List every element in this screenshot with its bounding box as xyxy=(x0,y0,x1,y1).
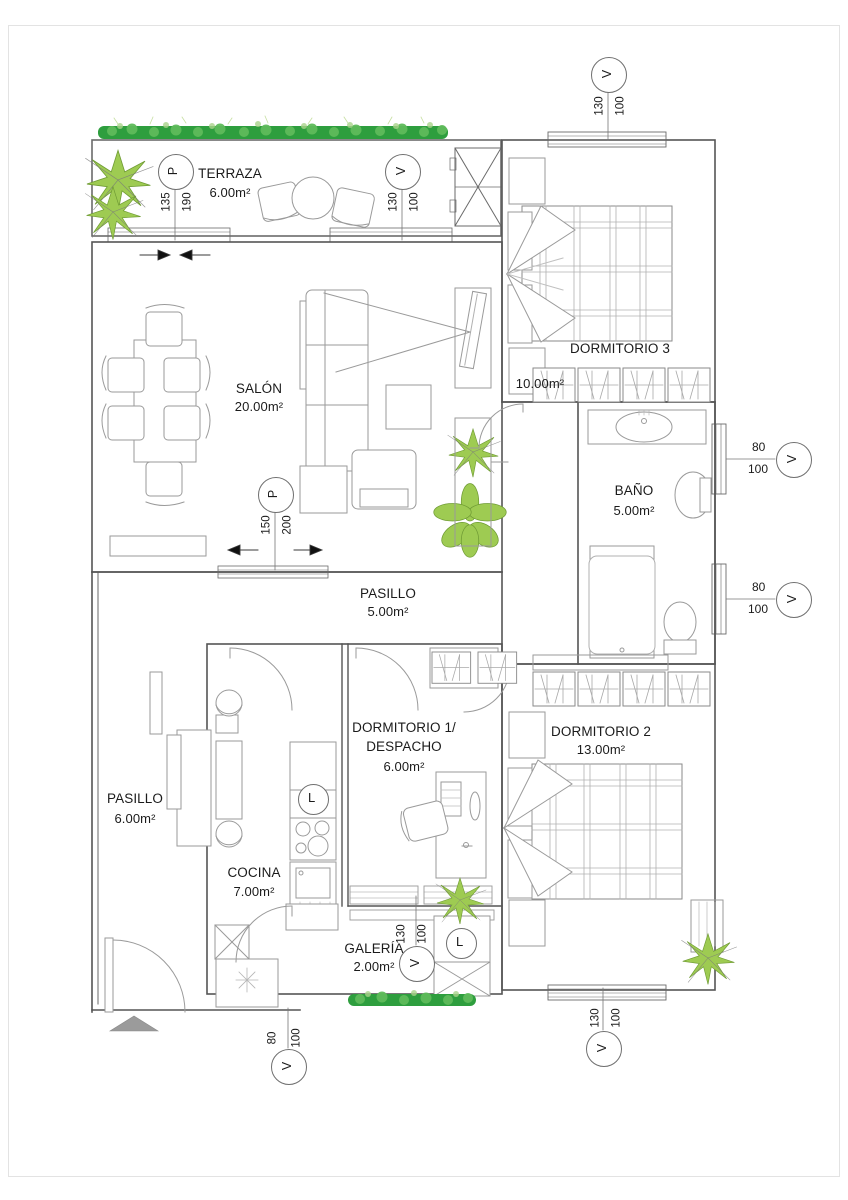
room-label-pasillo-centro: PASILLO xyxy=(360,586,416,601)
opening-dim-salon-door-width: 150 xyxy=(260,515,273,535)
opening-tag-bano-window-2-label: V xyxy=(785,594,800,604)
opening-dim-terraza-window-height: 100 xyxy=(408,192,421,212)
opening-tag-bano-window-1 xyxy=(776,442,812,478)
opening-dim-bano-window-2-width: 80 xyxy=(752,580,766,594)
opening-dim-cocina-window-height: 100 xyxy=(290,1028,303,1048)
opening-tag-salon-door-label: P xyxy=(266,489,281,499)
opening-dim-salon-door-height: 200 xyxy=(281,515,294,535)
room-label-galeria: GALERÍA xyxy=(344,941,404,956)
opening-dim-terraza-door-height: 190 xyxy=(181,192,194,212)
opening-tag-cocina-window-label: V xyxy=(280,1061,295,1071)
room-area-terraza: 6.00m² xyxy=(209,185,251,200)
room-label-bano: BAÑO xyxy=(614,483,654,498)
room-label-terraza: TERRAZA xyxy=(198,166,262,181)
room-label-salon: SALÓN xyxy=(235,381,283,396)
room-area-bano: 5.00m² xyxy=(613,503,655,518)
room-label-dormitorio-2: DORMITORIO 2 xyxy=(551,724,651,739)
appliance-tag-cocina-washer xyxy=(298,784,329,815)
opening-dim-galeria-window-height: 100 xyxy=(416,924,429,944)
opening-tag-dormitorio2-window-label: V xyxy=(595,1043,610,1053)
opening-dim-galeria-window-width: 130 xyxy=(395,924,408,944)
opening-tag-terraza-door-label: P xyxy=(166,166,181,176)
room-area-dormitorio-3: 10.00m² xyxy=(515,376,565,391)
opening-tag-dormitorio2-window xyxy=(586,1031,622,1067)
opening-dim-dormitorio2-window-height: 100 xyxy=(610,1008,623,1028)
opening-dim-cocina-window-width: 80 xyxy=(266,1031,279,1045)
opening-tag-bano-window-2 xyxy=(776,582,812,618)
opening-dim-terraza-door-width: 135 xyxy=(160,192,173,212)
opening-dim-dormitorio2-window-width: 130 xyxy=(589,1008,602,1028)
room-label-pasillo-izquierda: PASILLO xyxy=(107,791,163,806)
room-area-galeria: 2.00m² xyxy=(353,959,395,974)
room-label-dormitorio-1-despacho-line1: DORMITORIO 1/ xyxy=(352,720,456,735)
opening-tag-galeria-window xyxy=(399,946,435,982)
opening-tag-salon-door xyxy=(258,477,294,513)
appliance-tag-galeria-washer-label: L xyxy=(456,934,464,949)
room-area-dormitorio-1-despacho: 6.00m² xyxy=(383,759,425,774)
appliance-tag-cocina-washer-label: L xyxy=(308,790,316,805)
room-label-cocina: COCINA xyxy=(227,865,281,880)
opening-dim-bano-window-1-height: 100 xyxy=(748,462,769,476)
opening-dim-bano-window-2-height: 100 xyxy=(748,602,769,616)
opening-tag-cocina-window xyxy=(271,1049,307,1085)
room-area-pasillo-izquierda: 6.00m² xyxy=(114,811,156,826)
opening-dim-terraza-window-width: 130 xyxy=(387,192,400,212)
room-area-cocina: 7.00m² xyxy=(233,884,275,899)
opening-tag-terraza-window-label: V xyxy=(394,166,409,176)
opening-tag-bano-window-1-label: V xyxy=(785,454,800,464)
opening-dim-dormitorio3-window-height: 100 xyxy=(614,96,627,116)
room-label-dormitorio-1-despacho-line2: DESPACHO xyxy=(366,739,442,754)
opening-tag-galeria-window-label: V xyxy=(408,958,423,968)
appliance-tag-galeria-washer xyxy=(446,928,477,959)
opening-dim-dormitorio3-window-width: 130 xyxy=(593,96,606,116)
opening-tag-terraza-door xyxy=(158,154,194,190)
opening-dim-bano-window-1-width: 80 xyxy=(752,440,766,454)
room-area-pasillo-centro: 5.00m² xyxy=(367,604,409,619)
opening-tag-terraza-window xyxy=(385,154,421,190)
room-area-salon: 20.00m² xyxy=(234,399,284,414)
room-area-dormitorio-2: 13.00m² xyxy=(576,742,626,757)
opening-tag-dormitorio3-window xyxy=(591,57,627,93)
opening-tag-dormitorio3-window-label: V xyxy=(600,69,615,79)
sheet-border xyxy=(8,25,840,1177)
room-label-dormitorio-3: DORMITORIO 3 xyxy=(570,341,670,356)
